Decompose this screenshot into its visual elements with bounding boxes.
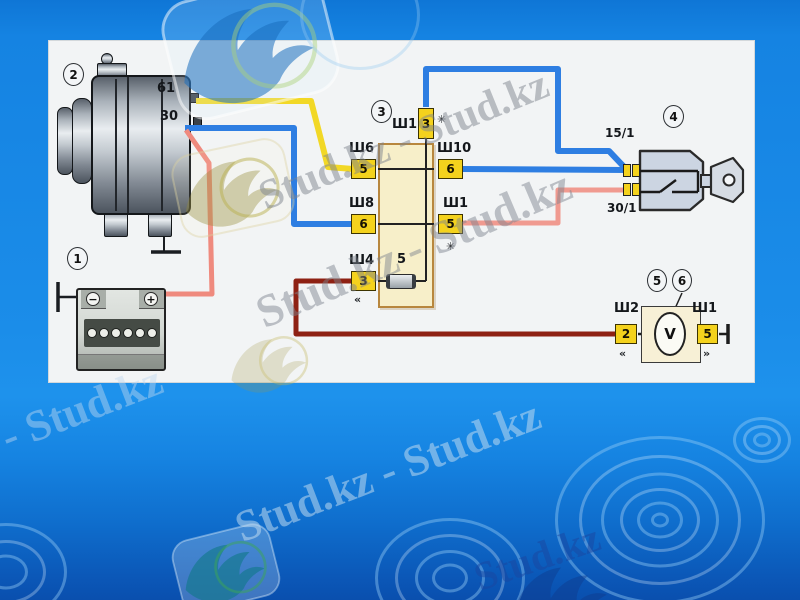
component-number-4: 4: [663, 105, 684, 128]
battery-cell: [99, 328, 109, 338]
block-sh4-pin: 3: [351, 271, 376, 291]
hummingbird-icon: [185, 544, 265, 600]
battery-minus-terminal: −: [86, 292, 100, 306]
pin-number: 6: [446, 162, 455, 176]
block-top-connector-label: Ш1: [392, 117, 418, 132]
ignition-switch-art: [638, 149, 745, 212]
voltmeter-gauge: V: [654, 312, 686, 356]
block-sh6-pin: 5: [351, 159, 376, 179]
alternator-body-seam: [127, 77, 129, 213]
component-number-2: 2: [63, 63, 84, 86]
pin-number: 5: [446, 217, 455, 231]
plus-sign: +: [146, 292, 156, 306]
pin-number: 5: [359, 162, 368, 176]
wire-red-battery-to-30: [161, 128, 215, 297]
ignition-key-neck: [700, 174, 712, 188]
connector-pin: [632, 164, 640, 177]
alternator-body-seam: [161, 79, 163, 211]
pin-number: 2: [621, 327, 631, 341]
block-sh1-right-label: Ш1: [443, 196, 469, 211]
branch-symbol: «: [354, 293, 362, 306]
block-top-pin: 3: [418, 108, 434, 139]
terminal-30-1-label: 30/1: [607, 201, 637, 215]
alternator-body-seam: [115, 79, 117, 211]
number-label: 1: [73, 251, 82, 266]
wire-blue-30-to-sh8: [185, 125, 354, 227]
ignition-switch-body: [638, 149, 705, 212]
hummingbird-icon: [512, 567, 607, 600]
wire-blue-sh10-to-15-1: [460, 166, 628, 173]
ignition-key-hole: [722, 173, 736, 187]
terminal-15-1-label: 15/1: [605, 126, 635, 140]
pin-number: 3: [359, 274, 368, 288]
component-number-5: 5: [647, 269, 667, 292]
battery-cell: [111, 328, 121, 338]
number-label: 2: [69, 67, 78, 82]
voltmeter-sh2-label: Ш2: [614, 301, 640, 316]
component-number-6: 6: [672, 269, 692, 292]
number-label: 5: [652, 273, 662, 288]
battery-art: − +: [76, 288, 166, 371]
pin-number: 6: [359, 217, 368, 231]
battery-plus-terminal: +: [144, 292, 158, 306]
battery-cell: [135, 328, 145, 338]
ignition-30-1-pins: [623, 183, 640, 196]
alternator-ground-symbol: [151, 237, 181, 254]
branch-symbol: »: [703, 347, 711, 360]
connector-pin: [632, 183, 640, 196]
branch-symbol: «: [619, 347, 627, 360]
component-number-3: 3: [371, 100, 392, 123]
battery-base: [78, 354, 164, 369]
battery-cell-band: [84, 319, 160, 347]
block-sh10-pin: 6: [438, 159, 463, 179]
wire-blue-sh1top-to-15-1: [423, 66, 630, 173]
branch-symbol: ✳: [446, 240, 456, 253]
block-sh10-label: Ш10: [437, 141, 472, 156]
fuse-label: 5: [397, 252, 407, 267]
connector-pin: [623, 183, 631, 196]
battery-cell: [147, 328, 157, 338]
battery-cell: [87, 328, 97, 338]
logo-ring-icon: [214, 540, 267, 594]
voltmeter-sh1-pin: 5: [697, 324, 718, 344]
number-label: 6: [677, 273, 687, 288]
block-sh6-label: Ш6: [349, 141, 375, 156]
wire-pink-sh1-to-30-1: [461, 187, 626, 226]
wire-darkred-sh4-to-voltmeter: [293, 278, 618, 337]
voltmeter-letter: V: [664, 325, 676, 343]
ignition-contact-symbol: [640, 169, 700, 194]
battery-cell: [123, 328, 133, 338]
branch-symbol: ✳: [437, 113, 447, 126]
logo-frame: [171, 523, 281, 600]
wire-yellow-61-to-sh6: [196, 98, 354, 172]
watermark-logo: [158, 515, 294, 600]
pin-number: 3: [421, 116, 431, 131]
wiring-diagram-panel: − +: [48, 40, 755, 383]
number-label: 3: [377, 104, 386, 119]
component-number-1: 1: [67, 247, 88, 270]
voltmeter-sh1-label: Ш1: [692, 301, 718, 316]
terminal-30-label: 30: [160, 109, 179, 124]
number-label: 4: [669, 109, 678, 124]
block-sh8-pin: 6: [351, 214, 376, 234]
block-sh8-label: Ш8: [349, 196, 375, 211]
connector-pin: [623, 164, 631, 177]
block-sh4-label: Ш4: [349, 253, 375, 268]
minus-sign: −: [88, 292, 98, 306]
ignition-15-1-pins: [623, 164, 640, 177]
fuse: [386, 274, 416, 289]
watermark-text: Stud.kz - Stud.kz: [228, 390, 548, 552]
terminal-61-label: 61: [157, 81, 176, 96]
voltmeter-sh2-pin: 2: [615, 324, 637, 344]
watermark-text: Stud.kz: [468, 514, 606, 600]
block-sh1-right-pin: 5: [438, 214, 463, 234]
pin-number: 5: [703, 327, 712, 341]
watermark-logo: [484, 531, 626, 600]
